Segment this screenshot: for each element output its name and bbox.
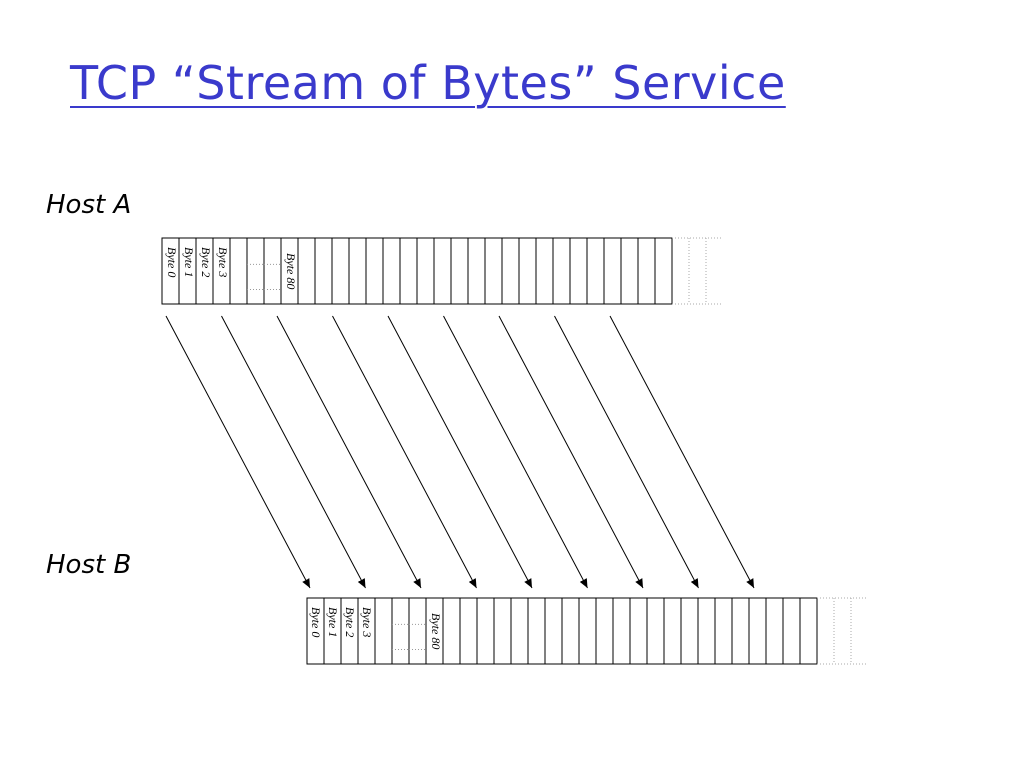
host-a-label: Host A (46, 190, 132, 220)
host-a-byte-labels: Byte 0 Byte 1 Byte 2 Byte 3 Byte 80 (165, 247, 298, 289)
transfer-arrows (165, 315, 755, 589)
host-a-byte-3-label: Byte 3 (216, 247, 230, 277)
transfer-arrow (165, 315, 311, 589)
host-b-byte-buffer (306, 597, 867, 665)
transfer-arrow (443, 315, 588, 589)
transfer-arrow (276, 315, 422, 589)
host-b-byte-1-label: Byte 1 (326, 607, 340, 637)
host-a-byte-1-label: Byte 1 (182, 247, 196, 277)
host-a-byte-0-label: Byte 0 (165, 247, 179, 277)
host-b-byte-0-label: Byte 0 (309, 607, 323, 637)
transfer-arrow (498, 315, 644, 589)
slide-title: TCP “Stream of Bytes” Service (70, 56, 786, 110)
transfer-arrow (221, 315, 366, 589)
host-a-byte-buffer (161, 237, 722, 305)
host-b-byte-3-label: Byte 3 (360, 607, 374, 637)
host-b-byte-labels: Byte 0 Byte 1 Byte 2 Byte 3 Byte 80 (309, 607, 443, 649)
host-a-byte-2-label: Byte 2 (199, 247, 213, 277)
transfer-arrow (609, 315, 755, 589)
transfer-arrow (387, 315, 533, 589)
host-b-byte-80-label: Byte 80 (429, 613, 443, 649)
host-b-byte-2-label: Byte 2 (343, 607, 357, 637)
transfer-arrow (332, 315, 477, 589)
host-a-byte-80-label: Byte 80 (284, 253, 298, 289)
transfer-arrow (554, 315, 699, 589)
host-b-label: Host B (46, 550, 132, 580)
